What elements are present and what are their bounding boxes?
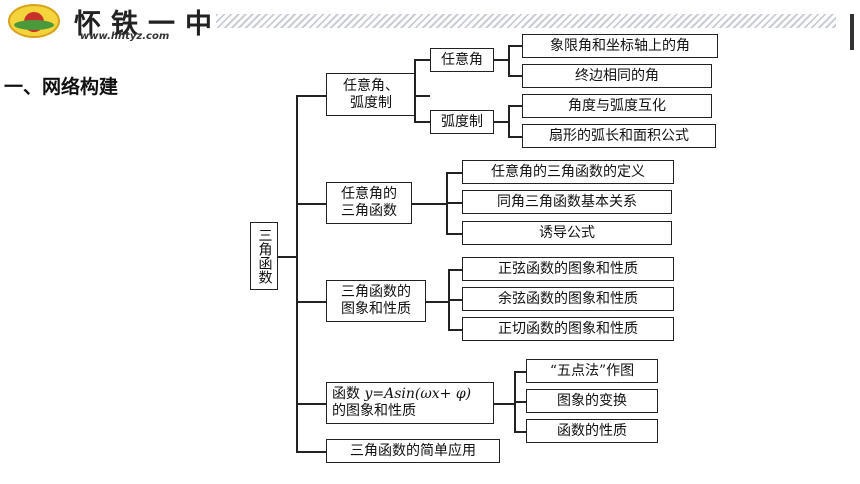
connector — [426, 301, 448, 303]
branch-sinusoid-function: 函数 y=Asin(ωx+ φ) 的图象和性质 — [326, 382, 494, 424]
leaf-tangent-graph: 正切函数的图象和性质 — [462, 317, 674, 341]
leaf-five-point-method: “五点法”作图 — [526, 359, 658, 383]
school-name: 怀铁一中 — [74, 9, 222, 40]
leaf-coterminal-angles: 终边相同的角 — [522, 64, 712, 88]
leaf-degree-radian-conversion: 角度与弧度互化 — [522, 94, 712, 118]
connector — [446, 202, 462, 204]
sub-label: 任意角 — [441, 51, 483, 68]
leaf-trig-definition: 任意角的三角函数的定义 — [462, 160, 674, 184]
leaf-induction-formulas: 诱导公式 — [462, 221, 672, 245]
leaf-graph-transform: 图象的变换 — [526, 389, 658, 413]
connector — [446, 172, 462, 174]
leaf-label: 余弦函数的图象和性质 — [498, 290, 638, 307]
branch-label-prefix: 函数 — [332, 386, 365, 402]
leaf-sector-formulas: 扇形的弧长和面积公式 — [522, 124, 716, 148]
branch-label-line2: 三角函数 — [341, 203, 397, 219]
leaf-label: 角度与弧度互化 — [568, 97, 666, 114]
sub-any-angle: 任意角 — [430, 48, 494, 72]
branch-label: 三角函数的简单应用 — [350, 442, 476, 459]
connector — [508, 45, 510, 75]
branch-label-line1: 三角函数的 — [341, 284, 411, 300]
section-title: 一、网络构建 — [4, 76, 119, 98]
leaf-label: “五点法”作图 — [549, 362, 635, 379]
connector — [494, 403, 514, 405]
connector — [296, 95, 326, 97]
branch-label-line1: 任意角的 — [341, 186, 397, 202]
leaf-label: 函数的性质 — [557, 422, 627, 439]
connector — [414, 121, 430, 123]
branch-trig-graphs-properties: 三角函数的 图象和性质 — [326, 280, 426, 322]
connector — [414, 59, 416, 121]
connector — [508, 105, 510, 136]
sub-radian: 弧度制 — [430, 110, 494, 134]
branch-formula: y=Asin(ωx+ φ) — [364, 386, 472, 402]
header-hatch-decoration — [216, 14, 836, 28]
connector — [508, 105, 522, 107]
leaf-same-angle-relations: 同角三角函数基本关系 — [462, 190, 672, 214]
connector — [508, 136, 522, 138]
branch-trig-of-any-angle: 任意角的 三角函数 — [326, 182, 412, 224]
connector — [296, 451, 326, 453]
branch-label-line2: 的图象和性质 — [332, 403, 416, 419]
leaf-sine-graph: 正弦函数的图象和性质 — [462, 257, 674, 281]
connector — [414, 59, 430, 61]
leaf-function-properties: 函数的性质 — [526, 419, 658, 443]
branch-label-line1: 函数 y=Asin(ωx+ φ) — [332, 386, 471, 403]
connector — [296, 95, 298, 451]
connector — [494, 59, 508, 61]
branch-any-angle-radian: 任意角、 弧度制 — [326, 73, 416, 116]
leaf-cosine-graph: 余弦函数的图象和性质 — [462, 287, 674, 311]
connector — [296, 203, 326, 205]
leaf-label: 终边相同的角 — [575, 67, 659, 84]
leaf-label: 诱导公式 — [539, 224, 595, 241]
branch-label-line2: 图象和性质 — [341, 301, 411, 317]
connector — [508, 45, 522, 47]
connector — [296, 301, 326, 303]
leaf-label: 正弦函数的图象和性质 — [498, 260, 638, 277]
connector — [494, 121, 508, 123]
leaf-label: 正切函数的图象和性质 — [498, 320, 638, 337]
connector — [514, 431, 526, 433]
connector — [514, 401, 526, 403]
logo-leaf-icon — [14, 20, 54, 30]
connector — [278, 256, 296, 258]
leaf-label: 图象的变换 — [557, 392, 627, 409]
school-logo — [8, 4, 60, 38]
leaf-label: 任意角的三角函数的定义 — [491, 163, 645, 180]
root-label: 三角函数 — [256, 228, 273, 284]
sub-label: 弧度制 — [441, 113, 483, 130]
school-url: www.hhtyz.com — [80, 31, 170, 42]
connector — [412, 203, 446, 205]
connector — [508, 75, 522, 77]
branch-trig-applications: 三角函数的简单应用 — [326, 439, 500, 463]
connector — [448, 329, 462, 331]
leaf-label: 同角三角函数基本关系 — [497, 193, 637, 210]
connector — [416, 95, 430, 97]
branch-label-line1: 任意角、 — [343, 77, 399, 94]
header-banner: 怀铁一中 www.hhtyz.com — [0, 0, 860, 44]
connector — [448, 269, 462, 271]
branch-label-line2: 弧度制 — [350, 94, 392, 111]
leaf-quadrant-angles: 象限角和坐标轴上的角 — [522, 34, 718, 58]
connector — [448, 299, 462, 301]
connector — [446, 233, 462, 235]
connector — [514, 371, 526, 373]
connector — [296, 403, 326, 405]
leaf-label: 扇形的弧长和面积公式 — [549, 127, 689, 144]
leaf-label: 象限角和坐标轴上的角 — [550, 37, 690, 54]
right-edge-bar — [850, 14, 854, 50]
root-box: 三角函数 — [250, 222, 278, 290]
